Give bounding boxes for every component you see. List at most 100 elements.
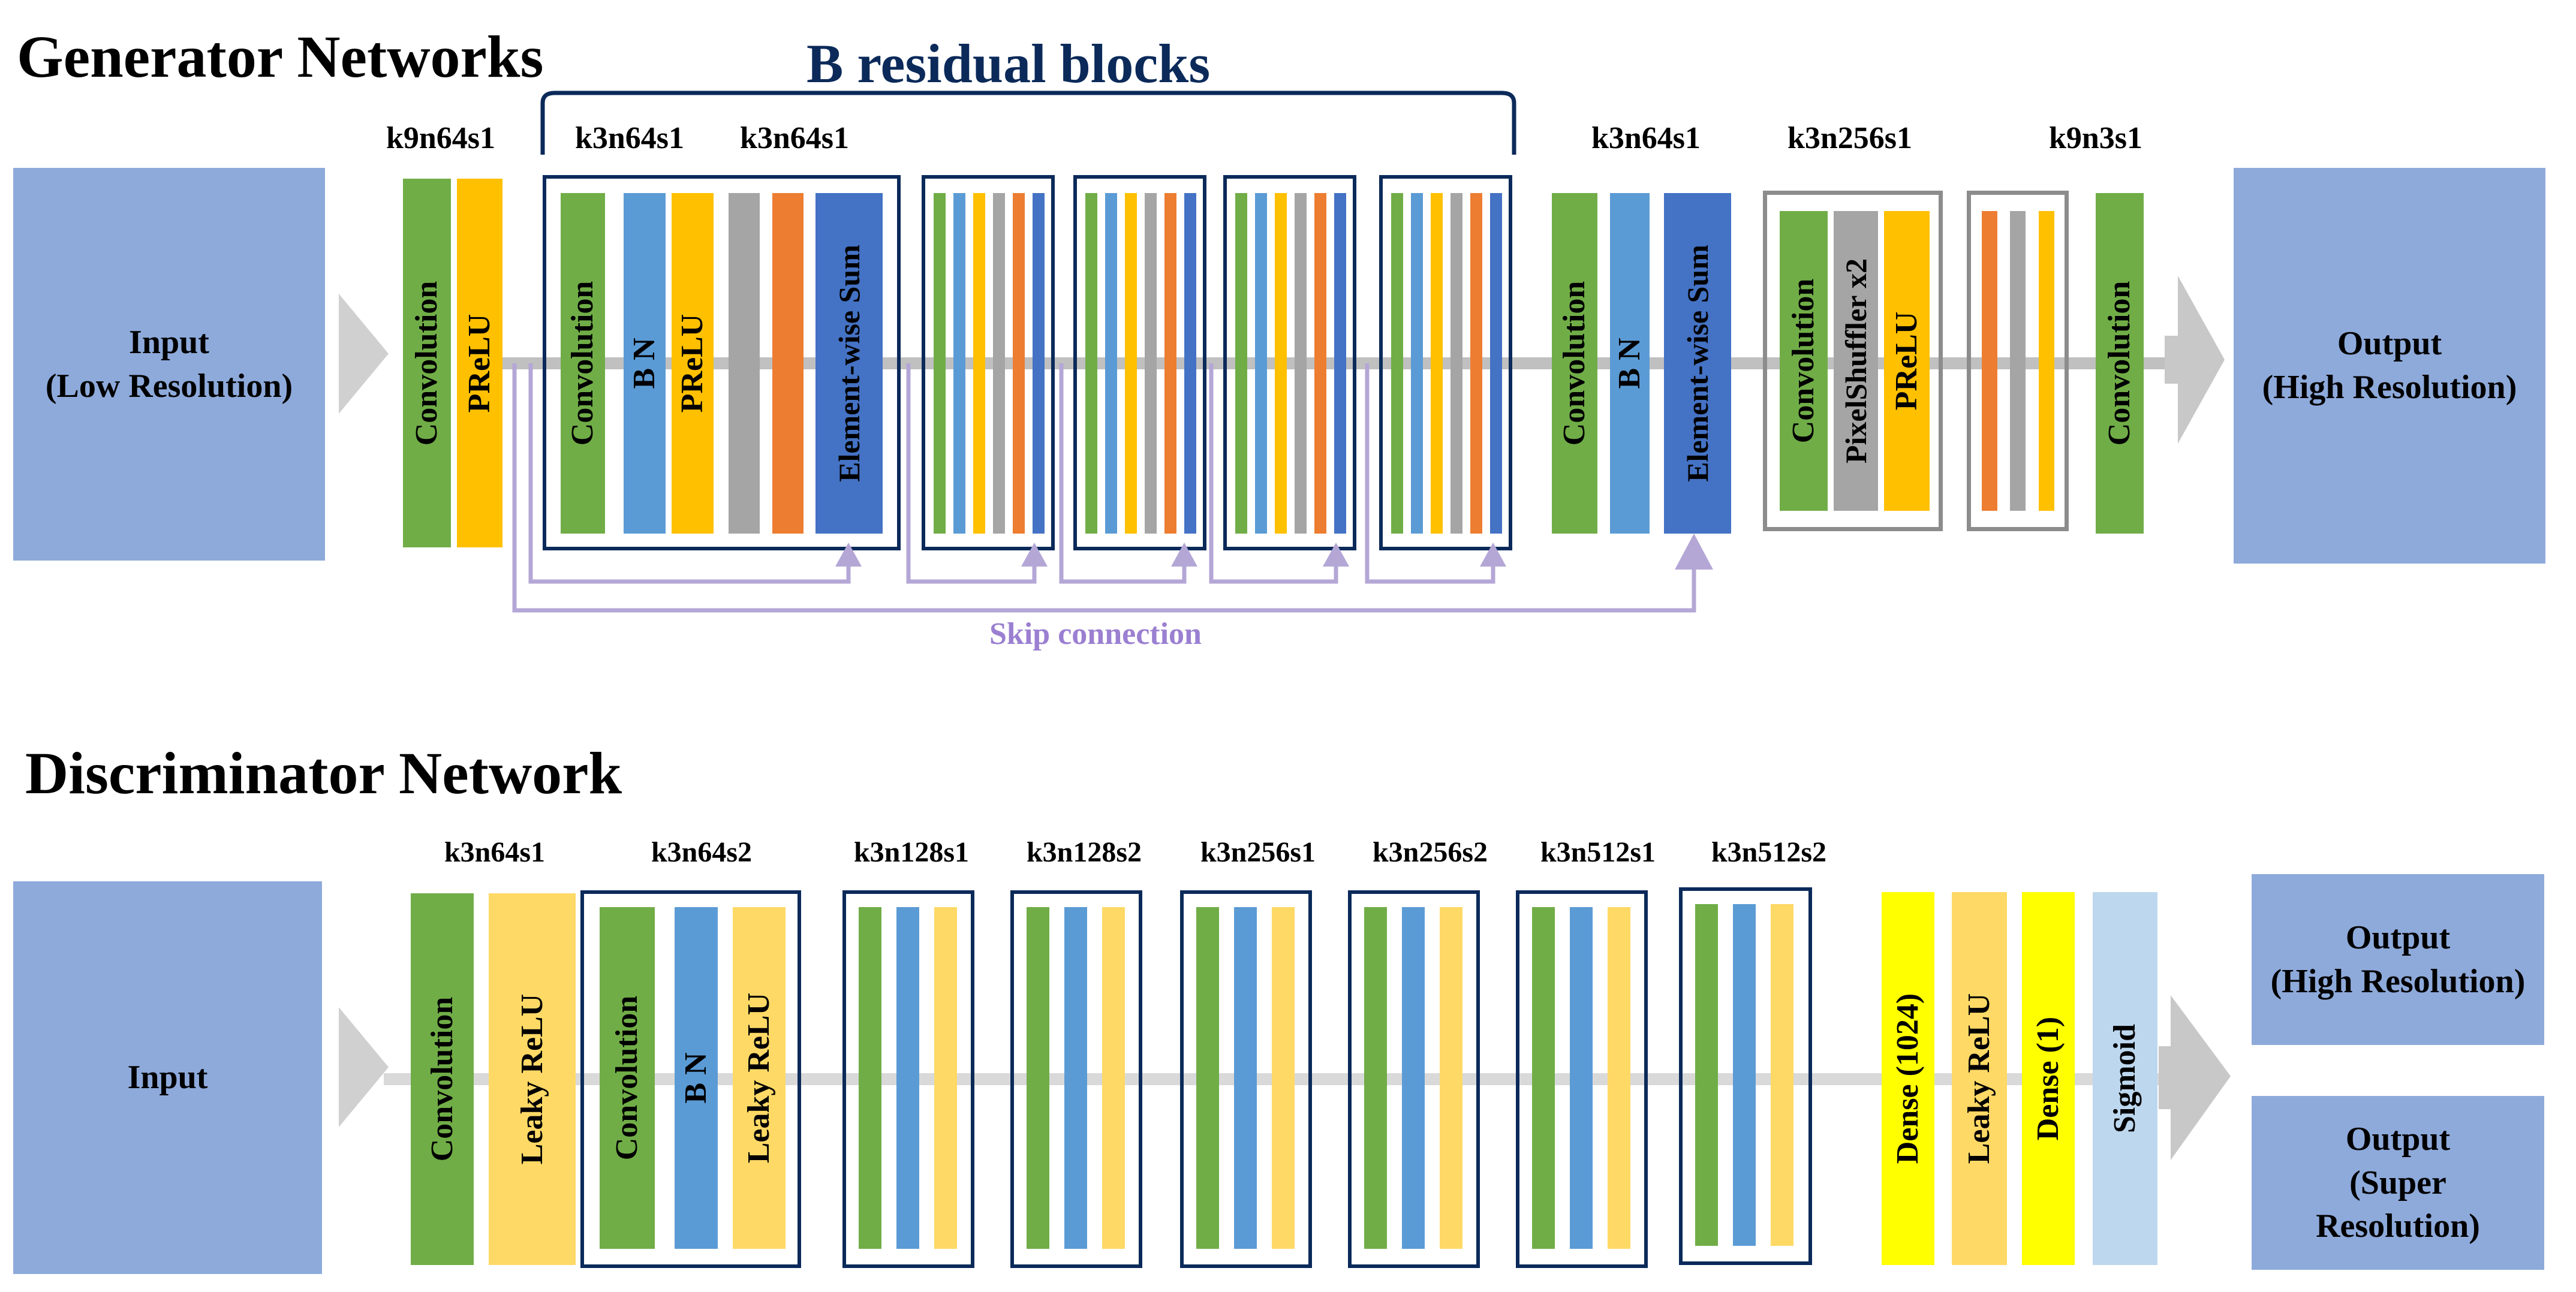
disc-b7-bar-1 (1695, 904, 1718, 1246)
disc-b6-bar-1 (1532, 907, 1555, 1249)
disc-b1-conv: Convolution (600, 907, 655, 1249)
kernel-label-res-a: k3n64s1 (574, 121, 685, 155)
res4-bar-4 (1295, 193, 1307, 534)
disc-kernel-label-6: k3n256s2 (1372, 836, 1488, 868)
kernel-label-res-b: k3n64s1 (739, 121, 850, 155)
res5-bar-3 (1431, 193, 1443, 534)
disc-b4-bar-2 (1234, 907, 1257, 1249)
res1-prelu: PReLU (672, 193, 714, 534)
disc-b1-leaky: Leaky ReLU (733, 907, 786, 1249)
res1-bn: B N (624, 193, 666, 534)
disc-kernel-label-1: k3n64s1 (444, 836, 546, 868)
res4-bar-1 (1235, 193, 1247, 534)
kernel-label-post: k3n64s1 (1591, 121, 1701, 155)
discriminator-output-hr-box: Output (High Resolution) (2252, 874, 2544, 1045)
skip-connection-label: Skip connection (989, 617, 1202, 651)
residual-blocks-label: B residual blocks (806, 33, 1211, 94)
res3-bar-1 (1085, 193, 1097, 534)
generator-input-box: Input (Low Resolution) (13, 168, 325, 561)
res5-bar-1 (1391, 193, 1403, 534)
disc-b4-bar-1 (1196, 907, 1219, 1249)
disc-block-1 (580, 890, 801, 1268)
ups2-bar-3 (2039, 211, 2054, 511)
res2-bar-3 (973, 193, 985, 534)
upsample-block-2 (1967, 191, 2069, 531)
gen-conv-1: Convolution (403, 179, 451, 547)
res4-bar-2 (1255, 193, 1267, 534)
disc-b2-bar-3 (934, 907, 957, 1249)
disc-b4-bar-3 (1272, 907, 1295, 1249)
gen-bn-post: B N (1610, 193, 1650, 534)
disc-b6-bar-2 (1570, 907, 1593, 1249)
discriminator-title: Discriminator Network (25, 740, 622, 806)
disc-b5-bar-3 (1440, 907, 1462, 1249)
ups2-bar-2 (2010, 211, 2026, 511)
disc-b5-bar-1 (1364, 907, 1387, 1249)
residual-block-1 (543, 175, 901, 550)
res3-bar-4 (1145, 193, 1157, 534)
res2-bar-4 (993, 193, 1005, 534)
res5-bar-2 (1411, 193, 1423, 534)
generator-output-box: Output (High Resolution) (2234, 168, 2545, 564)
disc-conv-1: Convolution (411, 893, 474, 1265)
disc-block-5 (1348, 890, 1480, 1268)
kernel-label-final: k9n3s1 (2048, 121, 2143, 155)
disc-b5-bar-2 (1402, 907, 1425, 1249)
residual-block-5 (1379, 175, 1512, 550)
res4-bar-5 (1314, 193, 1326, 534)
disc-b6-bar-3 (1608, 907, 1630, 1249)
upsample-block-1 (1763, 191, 1943, 531)
kernel-label-upsample: k3n256s1 (1787, 121, 1913, 155)
res5-bar-4 (1450, 193, 1462, 534)
disc-kernel-label-7: k3n512s1 (1540, 836, 1656, 868)
disc-kernel-label-8: k3n512s2 (1711, 836, 1827, 868)
disc-block-6 (1516, 890, 1648, 1268)
res3-bar-6 (1184, 193, 1196, 534)
disc-dense-1: Dense (1) (2022, 892, 2075, 1265)
disc-leaky-1: Leaky ReLU (489, 893, 576, 1265)
res1-conv-2 (729, 193, 760, 534)
disc-b2-bar-2 (896, 907, 919, 1249)
res5-bar-6 (1490, 193, 1502, 534)
gen-conv-post: Convolution (1552, 193, 1597, 534)
generator-title: Generator Networks (17, 23, 544, 90)
ups1-prelu: PReLU (1884, 211, 1930, 511)
res1-bn-2 (772, 193, 804, 534)
disc-b7-bar-2 (1733, 904, 1756, 1246)
disc-b7-bar-3 (1771, 904, 1793, 1246)
disc-block-7 (1679, 887, 1812, 1265)
res5-bar-5 (1470, 193, 1482, 534)
res1-conv: Convolution (561, 193, 605, 534)
res2-bar-1 (934, 193, 946, 534)
gen-prelu-1: PReLU (457, 179, 502, 547)
res3-bar-5 (1164, 193, 1176, 534)
res2-bar-5 (1013, 193, 1025, 534)
res4-bar-3 (1275, 193, 1287, 534)
disc-b3-bar-2 (1064, 907, 1087, 1249)
res2-bar-2 (953, 193, 965, 534)
disc-block-2 (842, 890, 974, 1268)
discriminator-output-sr-box: Output (Super Resolution) (2252, 1096, 2544, 1270)
res1-sum: Element-wise Sum (815, 193, 883, 534)
residual-block-4 (1223, 175, 1356, 550)
disc-kernel-label-3: k3n128s1 (853, 836, 970, 868)
residual-block-3 (1073, 175, 1206, 550)
res4-bar-6 (1334, 193, 1346, 534)
ups1-pixelshuffler: PixelShuffler x2 (1834, 211, 1878, 511)
disc-sigmoid: Sigmoid (2093, 892, 2157, 1265)
disc-block-4 (1180, 890, 1312, 1268)
disc-b3-bar-1 (1027, 907, 1049, 1249)
disc-kernel-label-2: k3n64s2 (651, 836, 753, 868)
disc-block-3 (1010, 890, 1142, 1268)
gen-conv-final: Convolution (2096, 193, 2144, 534)
res3-bar-2 (1105, 193, 1117, 534)
res3-bar-3 (1125, 193, 1137, 534)
ups1-conv: Convolution (1780, 211, 1828, 511)
disc-kernel-label-4: k3n128s2 (1026, 836, 1142, 868)
residual-block-2 (922, 175, 1055, 550)
